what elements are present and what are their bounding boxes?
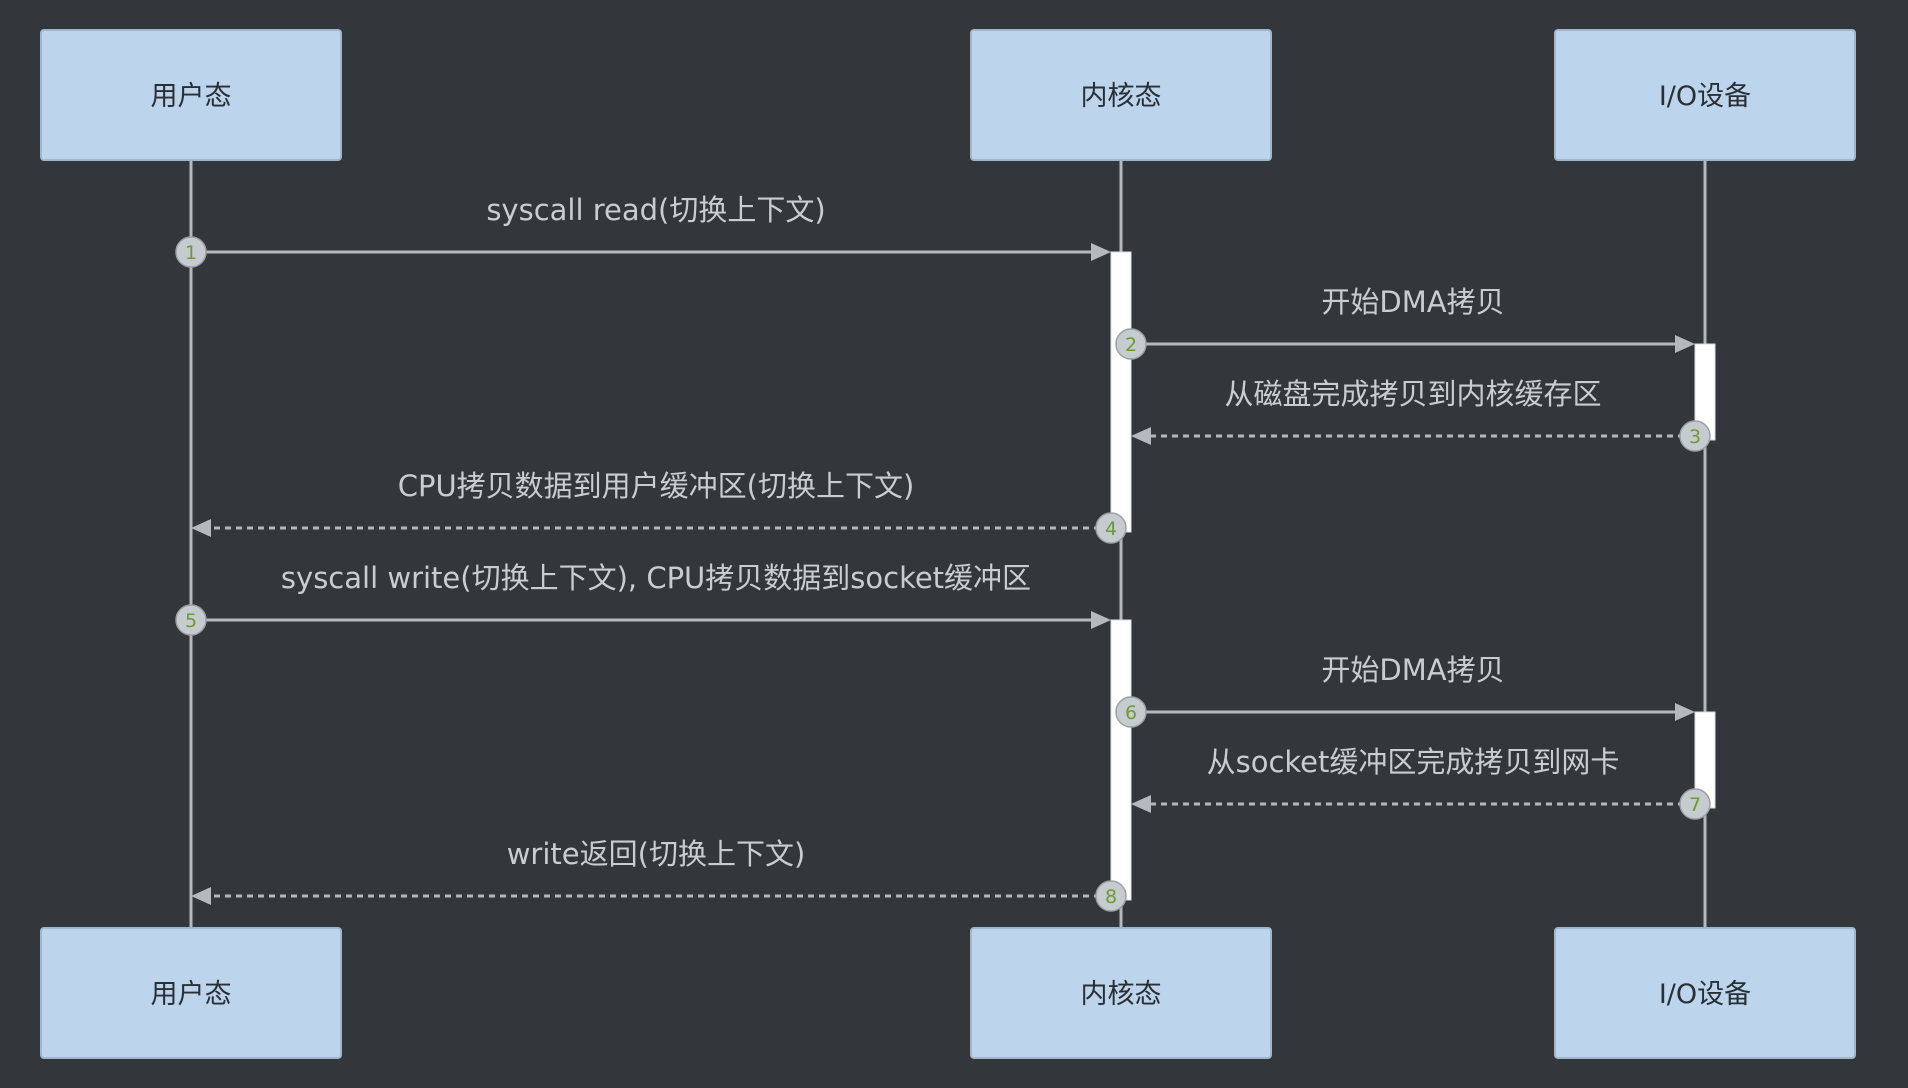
- message-3: 3 从磁盘完成拷贝到内核缓存区: [1131, 377, 1711, 452]
- participant-label: I/O设备: [1659, 979, 1751, 1010]
- step-circle: [1095, 880, 1127, 912]
- participant-box: [970, 29, 1272, 161]
- arrowhead-icon: [191, 887, 211, 905]
- participant-label: I/O设备: [1659, 81, 1751, 112]
- arrowhead-icon: [191, 519, 211, 537]
- message-label: 开始DMA拷贝: [1321, 653, 1504, 687]
- message-label: 从socket缓冲区完成拷贝到网卡: [1207, 745, 1620, 779]
- participant-user-top: 用户态: [40, 29, 342, 161]
- step-number: 4: [1105, 518, 1117, 540]
- step-circle: [1115, 696, 1147, 728]
- step-circle: [1679, 420, 1711, 452]
- message-label: syscall read(切换上下文): [486, 193, 825, 227]
- lifelines: [189, 160, 1707, 928]
- participant-label: 内核态: [1081, 81, 1162, 112]
- message-label: 开始DMA拷贝: [1321, 285, 1504, 319]
- participant-box: [1554, 927, 1856, 1059]
- message-6: 6 开始DMA拷贝: [1115, 653, 1695, 728]
- message-label: syscall write(切换上下文), CPU拷贝数据到socket缓冲区: [281, 561, 1031, 595]
- arrowhead-icon: [1091, 611, 1111, 629]
- activation-bars: [1110, 251, 1716, 901]
- step-number: 7: [1689, 794, 1701, 816]
- participant-kernel-top: 内核态: [970, 29, 1272, 161]
- arrowhead-icon: [1131, 427, 1151, 445]
- participant-box: [40, 927, 342, 1059]
- step-number: 1: [185, 242, 197, 264]
- participant-kernel-bottom: 内核态: [970, 927, 1272, 1059]
- message-label: CPU拷贝数据到用户缓冲区(切换上下文): [398, 469, 915, 503]
- step-number: 3: [1689, 426, 1701, 448]
- activation-bar: [1110, 251, 1132, 533]
- participant-label: 用户态: [151, 979, 232, 1010]
- message-8: 8 write返回(切换上下文): [191, 837, 1127, 912]
- message-7: 7 从socket缓冲区完成拷贝到网卡: [1131, 745, 1711, 820]
- participant-box: [40, 29, 342, 161]
- participant-label: 用户态: [151, 81, 232, 112]
- arrowhead-icon: [1675, 335, 1695, 353]
- arrowhead-icon: [1131, 795, 1151, 813]
- step-circle: [1115, 328, 1147, 360]
- step-circle: [1679, 788, 1711, 820]
- participant-box: [1554, 29, 1856, 161]
- participant-io-bottom: I/O设备: [1554, 927, 1856, 1059]
- message-label: write返回(切换上下文): [507, 837, 806, 871]
- participant-box: [970, 927, 1272, 1059]
- participant-user-bottom: 用户态: [40, 927, 342, 1059]
- messages: 1 syscall read(切换上下文) 2 开始DMA拷贝 3 从磁盘完成拷贝到内核缓…: [175, 193, 1711, 912]
- message-5: 5 syscall write(切换上下文), CPU拷贝数据到socket缓冲区: [175, 561, 1111, 636]
- participant-io-top: I/O设备: [1554, 29, 1856, 161]
- message-2: 2 开始DMA拷贝: [1115, 285, 1695, 360]
- arrowhead-icon: [1091, 243, 1111, 261]
- step-circle: [175, 236, 207, 268]
- step-circle: [175, 604, 207, 636]
- arrowhead-icon: [1675, 703, 1695, 721]
- step-number: 8: [1105, 886, 1117, 908]
- participant-label: 内核态: [1081, 979, 1162, 1010]
- step-circle: [1095, 512, 1127, 544]
- step-number: 5: [185, 610, 197, 632]
- step-number: 6: [1125, 702, 1137, 724]
- message-1: 1 syscall read(切换上下文): [175, 193, 1111, 268]
- message-4: 4 CPU拷贝数据到用户缓冲区(切换上下文): [191, 469, 1127, 544]
- message-label: 从磁盘完成拷贝到内核缓存区: [1224, 377, 1601, 411]
- activation-bar: [1110, 619, 1132, 901]
- step-number: 2: [1125, 334, 1137, 356]
